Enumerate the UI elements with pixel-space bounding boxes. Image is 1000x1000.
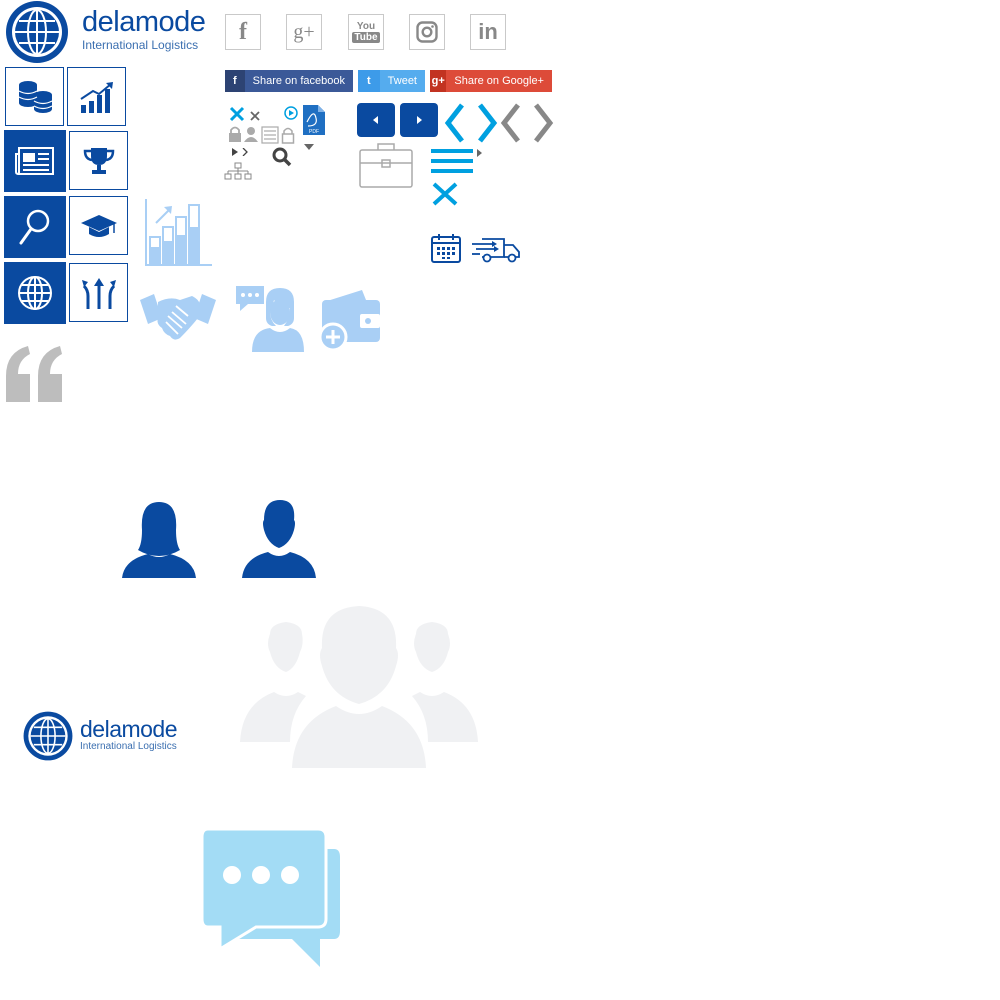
bar-chart-illustration-icon <box>145 199 212 266</box>
brand-name: delamode <box>82 6 206 38</box>
menu-hamburger-icon[interactable] <box>430 148 484 176</box>
arrow-right-small-icon[interactable] <box>232 148 238 156</box>
brand-name-small: delamode <box>80 716 178 742</box>
share-google-button[interactable]: g+ Share on Google+ <box>430 70 552 92</box>
google-plus-icon: g+ <box>430 70 447 92</box>
close-icon[interactable] <box>229 106 245 122</box>
close-cyan-icon[interactable] <box>432 182 458 206</box>
wallet-add-icon <box>318 290 380 352</box>
lock-icon <box>229 126 241 142</box>
close-small-icon[interactable] <box>250 111 260 121</box>
globe-logo-small-icon <box>23 711 73 761</box>
calendar-icon <box>431 234 461 263</box>
search-tile[interactable] <box>4 196 66 258</box>
linkedin-link[interactable]: in <box>470 14 506 50</box>
quote-mark-icon <box>6 346 62 402</box>
linkedin-icon: in <box>478 19 498 44</box>
customer-support-icon <box>236 286 304 352</box>
growth-tile[interactable] <box>67 67 126 126</box>
share-google-label: Share on Google+ <box>454 75 544 87</box>
user-icon <box>244 127 258 142</box>
tweet-button[interactable]: t Tweet <box>358 70 425 92</box>
play-circle-icon[interactable] <box>284 106 298 120</box>
sitemap-icon <box>224 162 252 180</box>
coins-tile[interactable] <box>5 67 64 126</box>
trophy-tile[interactable] <box>69 131 128 190</box>
next-button[interactable] <box>400 103 438 137</box>
code-arrows-blue-icon[interactable] <box>444 102 498 144</box>
growth-chart-icon <box>79 81 113 113</box>
document-lines-icon <box>261 126 279 144</box>
globe-logo-icon <box>6 1 68 63</box>
chat-bubbles-icon <box>200 827 340 967</box>
handshake-icon <box>140 294 216 340</box>
youtube-link[interactable]: You Tube <box>348 14 384 50</box>
briefcase-icon <box>359 143 413 188</box>
facebook-icon: f <box>225 70 245 92</box>
instagram-icon <box>416 21 438 43</box>
brand-tagline-small: International Logistics <box>80 741 177 752</box>
caret-down-icon[interactable] <box>304 144 314 150</box>
google-plus-icon: g+ <box>293 20 315 43</box>
brand-logo-small[interactable]: delamode International Logistics <box>22 710 192 764</box>
pdf-icon[interactable]: PDF <box>302 104 326 136</box>
female-user-icon <box>122 502 196 578</box>
facebook-link[interactable]: f <box>225 14 261 50</box>
google-plus-link[interactable]: g+ <box>286 14 322 50</box>
caret-left-icon <box>373 116 378 124</box>
news-tile[interactable] <box>4 130 66 192</box>
graduation-cap-icon <box>80 214 117 237</box>
twitter-icon: t <box>358 70 380 92</box>
chevron-right-small-icon[interactable] <box>242 148 248 156</box>
magnifier-small-icon[interactable] <box>272 147 292 167</box>
pdf-label: PDF <box>309 129 319 135</box>
caret-right-icon <box>417 116 422 124</box>
code-arrows-grey-icon[interactable] <box>500 102 554 144</box>
delivery-truck-icon <box>472 238 520 263</box>
share-facebook-label: Share on facebook <box>252 75 345 87</box>
male-user-icon <box>242 500 316 578</box>
youtube-icon: You Tube <box>352 21 380 43</box>
user-group-icon <box>240 606 478 768</box>
magnifier-icon <box>19 209 50 245</box>
trophy-icon <box>83 147 114 174</box>
education-tile[interactable] <box>69 196 128 255</box>
lock-outline-icon <box>281 127 295 144</box>
globe-tile[interactable] <box>4 262 66 324</box>
split-arrows-icon <box>81 277 116 309</box>
tweet-label: Tweet <box>387 75 417 87</box>
brand-logo[interactable]: delamode International Logistics <box>4 0 214 64</box>
routes-tile[interactable] <box>69 263 128 322</box>
prev-button[interactable] <box>357 103 395 137</box>
brand-tagline: International Logistics <box>82 38 199 52</box>
icon-sprite-cluster: PDF <box>224 104 334 184</box>
coins-icon <box>18 80 52 113</box>
globe-icon <box>18 276 52 310</box>
share-facebook-button[interactable]: f Share on facebook <box>225 70 353 92</box>
facebook-icon: f <box>239 18 247 45</box>
newspaper-icon <box>15 147 54 175</box>
instagram-link[interactable] <box>409 14 445 50</box>
